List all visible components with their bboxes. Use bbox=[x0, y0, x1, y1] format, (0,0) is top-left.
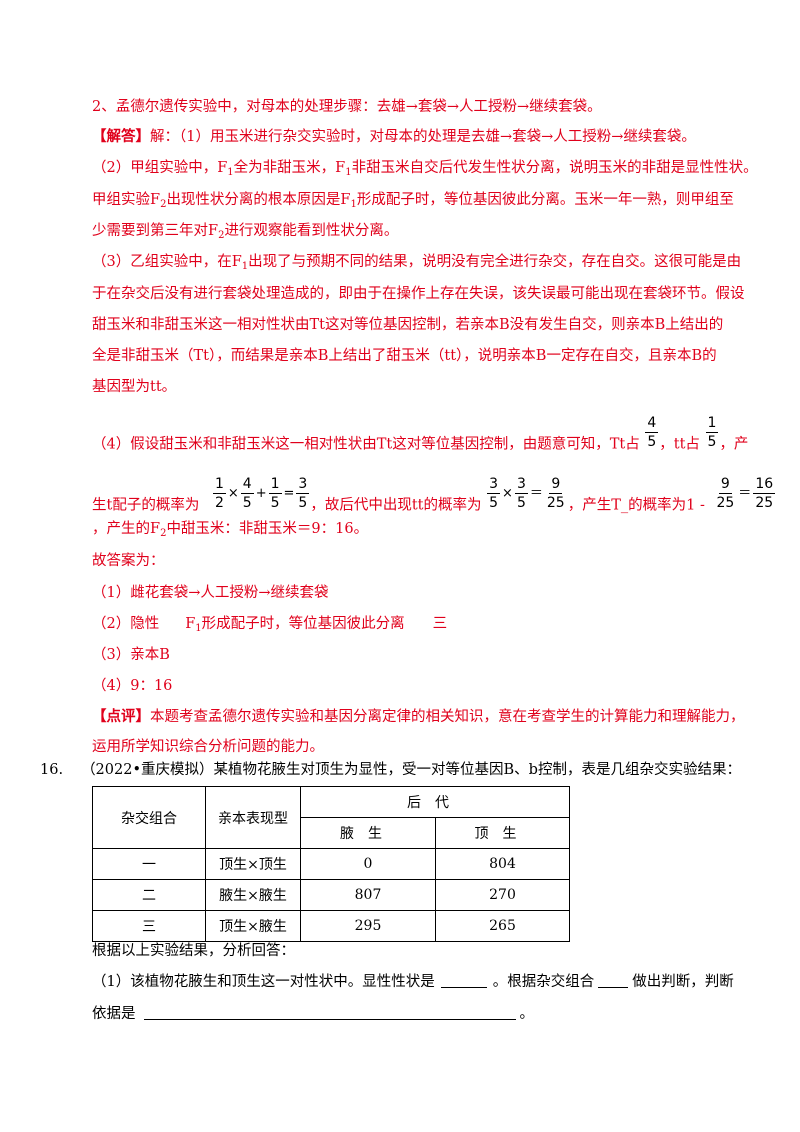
text-run: 少需要到第三年对F bbox=[92, 223, 219, 239]
subscript: 1 bbox=[350, 199, 357, 210]
answer-header: 故答案为： bbox=[92, 553, 165, 569]
text-run: 进行观察能看到性状分离。 bbox=[224, 223, 399, 239]
subscript: 2 bbox=[160, 199, 167, 210]
header-combo: 杂交组合 bbox=[92, 786, 206, 849]
header-parent: 亲本表现型 bbox=[205, 786, 301, 849]
answer-line: 【解答】解：（1）用玉米进行杂交实验时，对母本的处理是去雄→套袋→人工授粉→继续… bbox=[92, 127, 696, 147]
text-line: 于在杂交后没有进行套袋处理造成的，即由于在操作上存在失误，该失误最可能出现在套袋… bbox=[92, 286, 745, 302]
answer-1: （1）雌花套袋→人工授粉→继续套袋 bbox=[92, 585, 329, 601]
table-row: 三 顶生×腋生 295 265 bbox=[92, 910, 570, 942]
text-line: 甲组实验F2出现性状分离的根本原因是F1形成配子时，等位基因彼此分离。玉米一年一… bbox=[92, 190, 734, 215]
question-number: 16. bbox=[40, 762, 64, 778]
text-run: 全为非甜玉米，F bbox=[233, 160, 346, 176]
text-run: 中甜玉米：非甜玉米＝9：16。 bbox=[166, 521, 369, 537]
answer-blank-combo[interactable] bbox=[598, 973, 629, 988]
text-line: 基因型为tt。 bbox=[92, 379, 177, 395]
answer-blank-basis[interactable] bbox=[143, 1005, 516, 1020]
text-run: 非甜玉米自交后代发生性状分离，说明玉米的非甜是显性性状。 bbox=[351, 160, 758, 176]
text-run: （2）甲组实验中，F bbox=[92, 160, 228, 176]
text-run: （3）乙组实验中，在F bbox=[92, 254, 242, 270]
text-run: 出现了与预期不同的结果，说明没有完全进行杂交，存在自交。这很可能是由 bbox=[248, 254, 742, 270]
text-line: （4）假设甜玉米和非甜玉米这一相对性状由Tt这对等位基因控制，由题意可知，Tt占… bbox=[92, 415, 749, 462]
subscript: 2 bbox=[218, 230, 225, 241]
header-axillary: 腋生 bbox=[300, 817, 436, 849]
table-row: 二 腋生×腋生 807 270 bbox=[92, 879, 570, 911]
text-run: 甲组实验F bbox=[92, 192, 161, 208]
text-line: （3）乙组实验中，在F1出现了与预期不同的结果，说明没有完全进行杂交，存在自交。… bbox=[92, 252, 741, 277]
answer-text: 解：（1）用玉米进行杂交实验时，对母本的处理是去雄→套袋→人工授粉→继续套袋。 bbox=[150, 129, 696, 145]
text-run: 出现性状分离的根本原因是F bbox=[166, 192, 351, 208]
answer-tag: 【解答】 bbox=[92, 128, 150, 145]
answer-4: （4）9：16 bbox=[92, 678, 173, 694]
text-run: ，产生T_的概率为1 - bbox=[567, 497, 705, 514]
text-run: （4）假设甜玉米和非甜玉米这一相对性状由Tt这对等位基因控制，由题意可知，Tt占 bbox=[92, 436, 640, 453]
text-run: ，故后代中出现tt的概率为 bbox=[310, 497, 482, 514]
header-terminal: 顶生 bbox=[435, 817, 570, 849]
text-run: ，tt占 bbox=[659, 436, 700, 453]
comment-line-2: 运用所学知识综合分析问题的能力。 bbox=[92, 739, 324, 755]
subscript: 1 bbox=[227, 167, 234, 178]
text-run: ，产生的F bbox=[92, 521, 161, 537]
text-line: 少需要到第三年对F2进行观察能看到性状分离。 bbox=[92, 221, 398, 246]
question-prompt: 根据以上实验结果，分析回答： bbox=[92, 943, 295, 959]
text-run: 形成配子时，等位基因彼此分离。玉米一年一熟，则甲组至 bbox=[356, 192, 734, 208]
header-offspring: 后代 bbox=[300, 786, 570, 818]
question-part-1-cont: 依据是。 bbox=[92, 1005, 534, 1022]
comment-line: 【点评】本题考查孟德尔遗传实验和基因分离定律的相关知识，意在考查学生的计算能力和… bbox=[92, 708, 745, 725]
table-row: 一 顶生×顶生 0 804 bbox=[92, 848, 570, 880]
question-part-1: （1）该植物花腋生和顶生这一对性状中。显性性状是。根据杂交组合做出判断，判断 bbox=[92, 973, 734, 990]
subscript: 2 bbox=[160, 528, 167, 539]
text-line: 甜玉米和非甜玉米这一相对性状由Tt这对等位基因控制，若亲本B没有发生自交，则亲本… bbox=[92, 317, 724, 333]
text-run: 生t配子的概率为 bbox=[92, 497, 200, 514]
subscript: 1 bbox=[241, 261, 249, 272]
comment-tag: 【点评】 bbox=[92, 708, 150, 725]
subscript: 1 bbox=[345, 167, 352, 178]
answer-3: （3）亲本B bbox=[92, 647, 170, 663]
text-line: ，产生的F2中甜玉米：非甜玉米＝9：16。 bbox=[92, 519, 368, 544]
question-text: （2022•重庆模拟）某植物花腋生对顶生为显性，受一对等位基因B、b控制，表是几… bbox=[81, 762, 741, 778]
text-line: 2、孟德尔遗传实验中，对母本的处理步骤：去雄→套袋→人工授粉→继续套袋。 bbox=[92, 99, 602, 115]
question-16: 16. （2022•重庆模拟）某植物花腋生对顶生为显性，受一对等位基因B、b控制，… bbox=[40, 760, 741, 780]
text-run: ，产 bbox=[719, 436, 749, 453]
results-table: 杂交组合 亲本表现型 后代 腋生 顶生 一 顶生×顶生 0 804 二 腋生×腋… bbox=[92, 786, 570, 942]
answer-blank-dominant[interactable] bbox=[440, 973, 487, 988]
text-line: （2）甲组实验中，F1全为非甜玉米，F1非甜玉米自交后代发生性状分离，说明玉米的… bbox=[92, 158, 758, 183]
text-line: 全是非甜玉米（Tt），而结果是亲本B上结出了甜玉米（tt），说明亲本B一定存在自… bbox=[92, 348, 717, 364]
